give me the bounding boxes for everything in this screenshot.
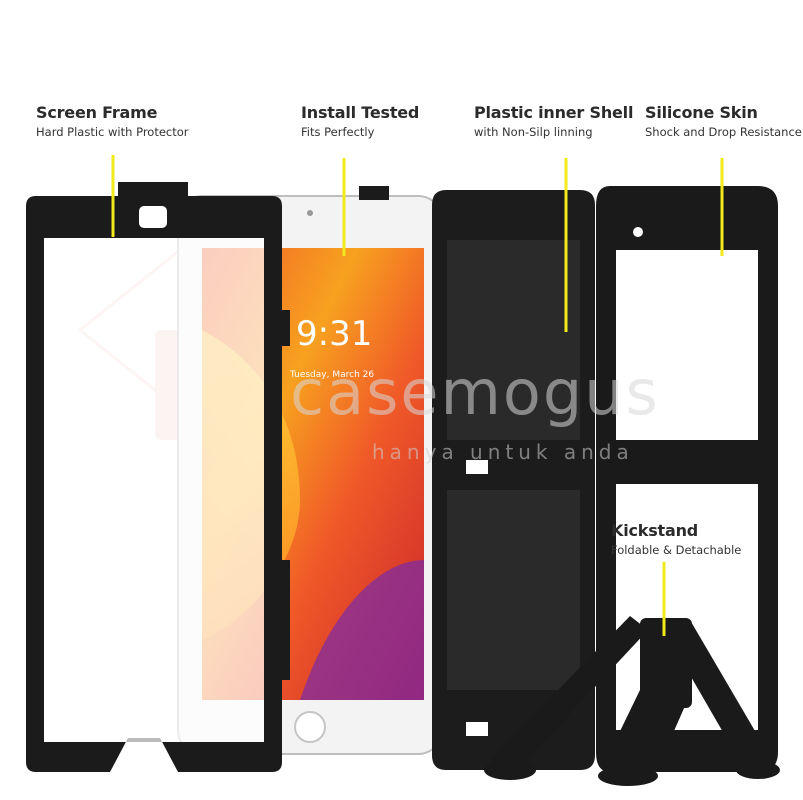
feature-silicone-skin: Silicone Skin Shock and Drop Resistance [645,103,802,139]
silicone-skin [596,186,778,772]
watermark-tagline: hanya untuk anda [372,440,634,464]
feature-subtitle: Fits Perfectly [301,125,375,139]
feature-inner-shell: Plastic inner Shell with Non-Silp linnin… [474,103,633,139]
feature-title: Install Tested [301,103,420,122]
lock-screen-time: 9:31 [296,314,372,354]
feature-title: Plastic inner Shell [474,103,634,122]
feature-subtitle: Hard Plastic with Protector [36,125,189,139]
lock-screen-date: Tuesday, March 26 [289,370,374,380]
inner-shell [359,186,595,770]
feature-subtitle: Shock and Drop Resistance [645,125,802,139]
feature-title: Kickstand [611,521,699,540]
kickstand [484,616,780,786]
screen-frame [26,182,290,772]
feature-title: Screen Frame [36,103,158,122]
feature-kickstand: Kickstand Foldable & Detachable [611,521,741,557]
feature-install-tested: Install Tested Fits Perfectly [301,103,419,139]
feature-subtitle: Foldable & Detachable [611,543,742,557]
watermark-brand: casemogus [290,356,660,429]
feature-title: Silicone Skin [645,103,758,122]
feature-screen-frame: Screen Frame Hard Plastic with Protector [36,103,189,139]
feature-subtitle: with Non-Silp linning [474,125,593,139]
pointer-lines [111,155,724,636]
